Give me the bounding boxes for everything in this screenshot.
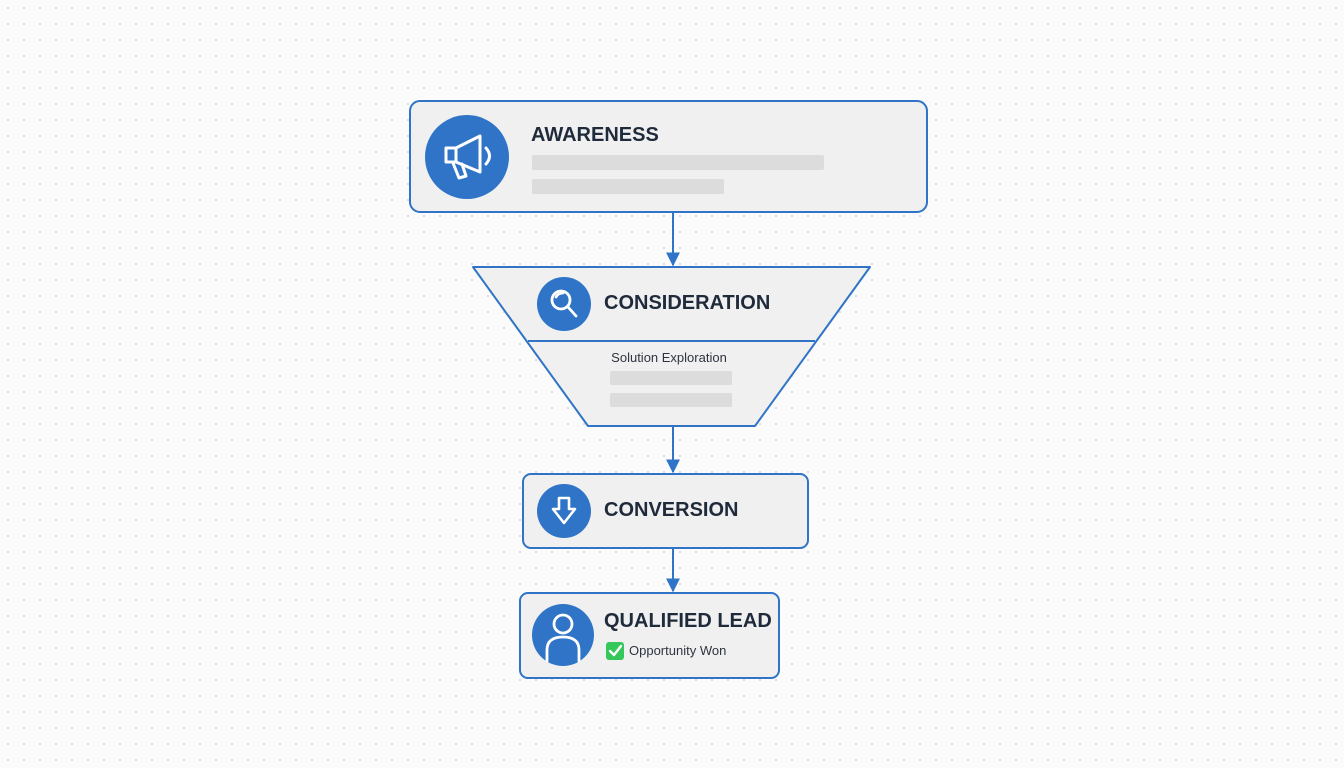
checkmark-icon	[606, 642, 624, 660]
person-icon	[532, 604, 594, 666]
qualified-lead-title: QUALIFIED LEAD	[604, 610, 772, 632]
awareness-title: AWARENESS	[531, 124, 659, 146]
arrow-down-icon	[537, 484, 591, 538]
stage-consideration: CONSIDERATION Solution Exploration	[472, 266, 871, 427]
consideration-subtitle: Solution Exploration	[611, 350, 727, 365]
stage-conversion: CONVERSION	[522, 473, 809, 549]
consideration-title: CONSIDERATION	[604, 292, 770, 314]
stage-awareness: AWARENESS	[409, 100, 928, 213]
megaphone-icon	[425, 115, 509, 199]
conversion-box	[522, 473, 809, 549]
consideration-text-placeholder-1	[610, 371, 732, 385]
awareness-text-placeholder-2	[532, 179, 724, 194]
magnifier-icon	[537, 277, 591, 331]
awareness-text-placeholder-1	[532, 155, 824, 170]
consideration-text-placeholder-2	[610, 393, 732, 407]
conversion-title: CONVERSION	[604, 499, 738, 521]
stage-qualified-lead: QUALIFIED LEAD Opportunity Won	[519, 592, 780, 679]
qualified-lead-status: Opportunity Won	[629, 643, 726, 658]
